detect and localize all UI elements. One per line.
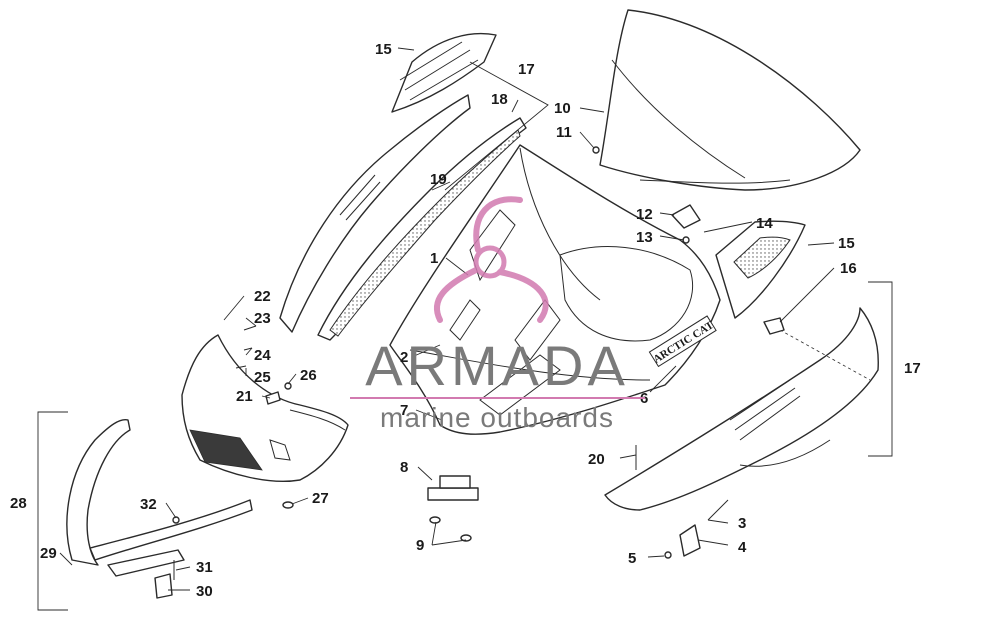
- windshield: [599, 9, 861, 191]
- hardware: [172, 146, 785, 580]
- callout-31: 31: [196, 559, 213, 576]
- callout-19: 19: [430, 171, 447, 188]
- front-bumper: [66, 418, 253, 599]
- callout-2: 2: [400, 349, 408, 366]
- callout-labels: 15 17 18 10 11 19 12 14 13 15 1 16 22 23…: [10, 41, 921, 600]
- callout-10: 10: [554, 100, 571, 117]
- callout-17-right: 17: [904, 360, 921, 377]
- callout-14: 14: [756, 215, 773, 232]
- side-vent-right: [715, 220, 806, 319]
- callout-20: 20: [588, 451, 605, 468]
- main-hood: [389, 144, 721, 435]
- callout-25: 25: [254, 369, 271, 386]
- callout-18: 18: [491, 91, 508, 108]
- callout-12: 12: [636, 206, 653, 223]
- callout-27: 27: [312, 490, 329, 507]
- callout-26: 26: [300, 367, 317, 384]
- side-panel-left: [279, 94, 527, 341]
- callout-23: 23: [254, 310, 271, 327]
- callout-1: 1: [430, 250, 438, 267]
- callout-21: 21: [236, 388, 253, 405]
- callout-3: 3: [738, 515, 746, 532]
- watermark-title: ARMADA: [365, 334, 629, 397]
- callout-9: 9: [416, 537, 424, 554]
- callout-28: 28: [10, 495, 27, 512]
- callout-32: 32: [140, 496, 157, 513]
- callout-13: 13: [636, 229, 653, 246]
- side-panel-right: [604, 307, 879, 511]
- callout-4: 4: [738, 539, 747, 556]
- callout-22: 22: [254, 288, 271, 305]
- callout-15-right: 15: [838, 235, 855, 252]
- callout-15-top: 15: [375, 41, 392, 58]
- callout-24: 24: [254, 347, 271, 364]
- callout-5: 5: [628, 550, 636, 567]
- watermark-subtitle: marine outboards: [380, 402, 614, 433]
- lower-fascia: [181, 334, 349, 482]
- callout-16: 16: [840, 260, 857, 277]
- callout-8: 8: [400, 459, 408, 476]
- callout-11: 11: [556, 124, 572, 141]
- nose-vent-top: [391, 32, 497, 113]
- leader-lines: [37, 47, 893, 611]
- watermark: ARMADA marine outboards: [350, 196, 645, 433]
- hinge-bracket: [427, 475, 479, 542]
- watermark-logo-icon: [433, 196, 549, 323]
- callout-30: 29: [40, 545, 57, 562]
- callout-17-top: 17: [518, 61, 535, 78]
- callout-7: 7: [400, 402, 408, 419]
- callout-29: 30: [196, 583, 213, 600]
